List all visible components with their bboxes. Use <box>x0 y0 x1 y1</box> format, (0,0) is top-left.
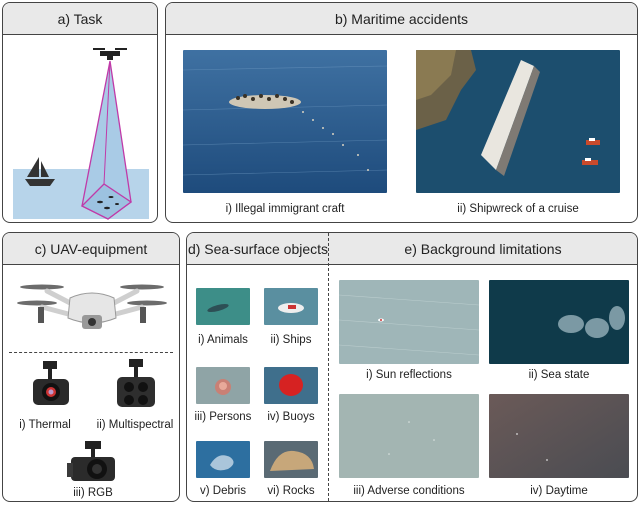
drone-icon <box>93 48 127 60</box>
caption-persons: iii) Persons <box>194 411 252 423</box>
photo-buoys <box>264 367 318 404</box>
divider-vertical <box>328 233 329 501</box>
caption-thermal: i) Thermal <box>19 419 71 431</box>
divider <box>9 352 173 353</box>
panel-objects-and-background: d) Sea-surface objects e) Background lim… <box>186 232 638 502</box>
rgb-camera-photo <box>67 441 115 481</box>
footprint-area <box>80 183 133 220</box>
multispectral-camera-photo <box>117 359 155 407</box>
caption-adverse-conditions: iii) Adverse conditions <box>353 485 465 497</box>
photo-ships <box>264 288 318 325</box>
panel-background-title: e) Background limitations <box>404 240 562 257</box>
caption-daytime: iv) Daytime <box>530 485 588 497</box>
panel-uav-equipment: c) UAV-equipment i) Thermal ii) Multispe… <box>2 232 180 502</box>
photo-rocks <box>264 441 318 478</box>
caption-sun-reflections: i) Sun reflections <box>366 369 452 381</box>
photo-debris <box>196 441 250 478</box>
caption-multispectral: ii) Multispectral <box>96 419 174 431</box>
task-illustration <box>13 48 149 220</box>
caption-immigrant-craft: i) Illegal immigrant craft <box>225 203 345 215</box>
caption-ships: ii) Ships <box>270 334 312 346</box>
panel-accidents-title: b) Maritime accidents <box>166 3 637 35</box>
photo-sea-state <box>489 280 629 364</box>
panel-maritime-accidents: b) Maritime accidents i) Illegal <box>165 2 638 223</box>
caption-sea-state: ii) Sea state <box>528 369 590 381</box>
panel-objects-title: d) Sea-surface objects <box>187 240 329 257</box>
panel-task-title: a) Task <box>3 3 157 35</box>
caption-animals: i) Animals <box>198 334 248 346</box>
sailboat-icon <box>25 157 55 186</box>
thermal-camera-photo <box>33 361 69 405</box>
panel-objects-header: d) Sea-surface objects e) Background lim… <box>187 233 637 265</box>
caption-buoys: iv) Buoys <box>267 411 315 423</box>
caption-rocks: vi) Rocks <box>267 485 315 497</box>
caption-cruise-shipwreck: ii) Shipwreck of a cruise <box>457 203 579 215</box>
caption-debris: v) Debris <box>199 485 246 497</box>
panel-task: a) Task <box>2 2 158 223</box>
photo-cruise-shipwreck <box>416 50 620 193</box>
drone-photo <box>17 284 167 329</box>
photo-daytime <box>489 394 629 478</box>
photo-immigrant-craft <box>183 50 387 193</box>
photo-persons <box>196 367 250 404</box>
photo-sun-reflections <box>339 280 479 364</box>
panel-equipment-title: c) UAV-equipment <box>3 233 179 265</box>
caption-rgb: iii) RGB <box>73 487 113 499</box>
photo-adverse-conditions <box>339 394 479 478</box>
photo-animals <box>196 288 250 325</box>
